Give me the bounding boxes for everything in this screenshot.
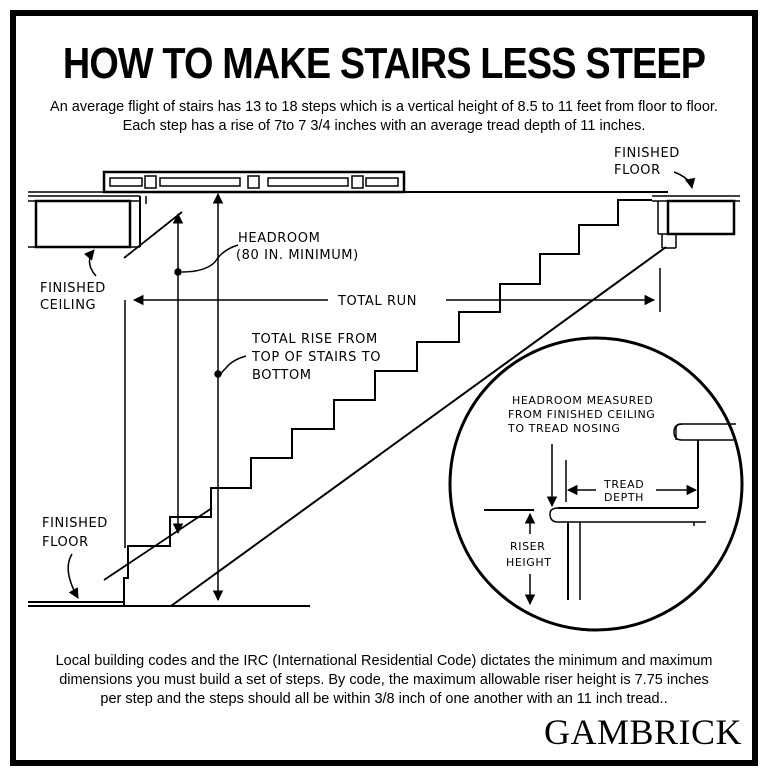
diagram-labels: FINISHED FLOOR HEADROOM (80 IN. MINIMUM)…	[40, 146, 680, 569]
stair-steps	[123, 199, 652, 606]
ceiling-joist	[28, 195, 147, 249]
label-finished-ceiling: FINISHED	[40, 281, 106, 296]
label-finished-ceiling: CEILING	[40, 298, 96, 313]
page-title: HOW TO MAKE STAIRS LESS STEEP	[62, 39, 706, 88]
label-headroom: (80 IN. MINIMUM)	[236, 248, 359, 263]
floor-joist-top	[652, 195, 740, 249]
label-finished-floor-top: FINISHED	[614, 146, 680, 161]
intro-text: An average flight of stairs has 13 to 18…	[20, 98, 748, 136]
label-tread-depth: TREAD	[603, 478, 644, 491]
label-headroom-measured: FROM FINISHED CEILING	[508, 408, 655, 421]
detail-tread	[549, 423, 736, 600]
footer-text: Local building codes and the IRC (Intern…	[20, 652, 748, 709]
label-finished-floor-bottom: FINISHED	[42, 516, 108, 531]
label-total-rise: TOP OF STAIRS TO	[251, 350, 381, 365]
label-finished-floor-bottom: FLOOR	[42, 535, 89, 550]
footer-line: dimensions you must build a set of steps…	[59, 672, 709, 688]
label-tread-depth: DEPTH	[604, 491, 644, 504]
poster-frame	[10, 10, 758, 766]
label-riser-height: HEIGHT	[506, 556, 552, 569]
intro-line: An average flight of stairs has 13 to 18…	[50, 99, 718, 115]
label-headroom: HEADROOM	[238, 231, 320, 246]
footer-line: Local building codes and the IRC (Intern…	[55, 653, 713, 669]
label-total-rise: BOTTOM	[252, 368, 312, 383]
spirit-level	[102, 170, 406, 194]
label-headroom-measured: TO TREAD NOSING	[507, 422, 621, 435]
label-total-rise: TOTAL RISE FROM	[251, 332, 378, 347]
label-total-run: TOTAL RUN	[337, 294, 417, 309]
label-headroom-measured: HEADROOM MEASURED	[512, 394, 653, 407]
detail-circle	[448, 336, 744, 632]
label-finished-floor-top: FLOOR	[614, 163, 661, 178]
footer-line: per step and the steps should all be wit…	[100, 691, 668, 707]
stringer-line	[170, 246, 667, 607]
brand-logo: GAMBRICK	[543, 712, 742, 752]
intro-line: Each step has a rise of 7to 7 3/4 inches…	[122, 118, 646, 134]
label-riser-height: RISER	[510, 540, 545, 553]
